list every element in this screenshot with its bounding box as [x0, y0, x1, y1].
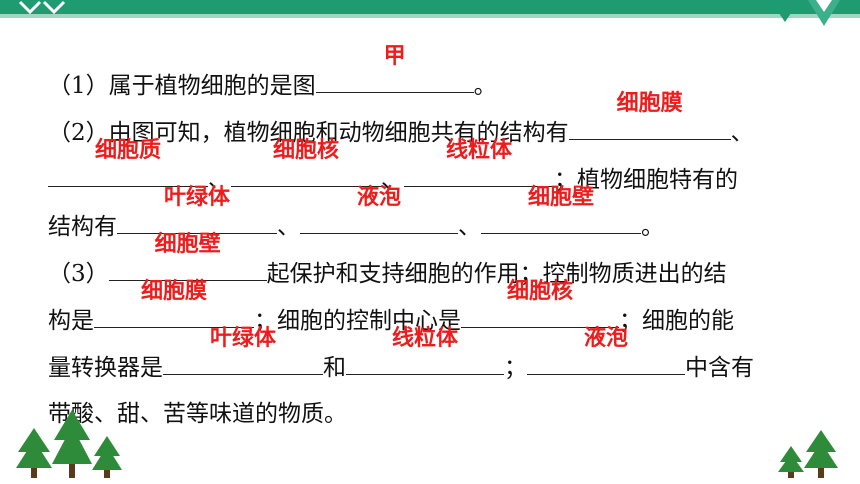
answer-blank[interactable]: 叶绿体 — [163, 326, 323, 375]
question-3-line-4: 带酸、甜、苦等味道的物质。 — [48, 391, 838, 438]
answer-blank[interactable]: 液泡 — [300, 185, 458, 234]
leaf-decoration-icon — [770, 0, 840, 26]
top-frame-stripe — [0, 14, 860, 18]
answer-blank[interactable]: 细胞膜 — [568, 91, 731, 140]
answer-text: 细胞壁 — [527, 185, 594, 210]
q2-end: 。 — [641, 214, 664, 240]
q3-line2-prefix: 构是 — [48, 308, 94, 334]
answer-text: 液泡 — [583, 326, 628, 351]
chevron-decoration-icon — [18, 0, 66, 14]
q2-line3-prefix: 结构有 — [48, 214, 117, 240]
tree-icon — [778, 446, 804, 478]
answer-text: 液泡 — [356, 185, 401, 210]
answer-text: 细胞核 — [506, 279, 573, 304]
tree-icon — [804, 430, 838, 478]
answer-blank[interactable]: 液泡 — [527, 326, 685, 375]
answer-text: 叶绿体 — [163, 185, 230, 210]
question-2-line-3: 结构有 叶绿体、 液泡、 细胞壁。 — [48, 185, 838, 250]
q1-prefix: （1）属于植物细胞的是图 — [48, 73, 316, 99]
answer-text: 线粒体 — [445, 138, 512, 163]
q3-line4: 带酸、甜、苦等味道的物质。 — [48, 401, 347, 427]
answer-text: 甲 — [383, 44, 406, 69]
q2-mid-text: ；植物细胞特有的 — [554, 167, 738, 193]
answer-blank[interactable]: 叶绿体 — [117, 185, 277, 234]
q3-text-4: 和 — [323, 355, 346, 381]
answer-blank[interactable]: 细胞核 — [231, 138, 381, 187]
answer-blank[interactable]: 细胞质 — [48, 138, 208, 187]
answer-blank[interactable]: 细胞壁 — [481, 185, 641, 234]
answer-blank[interactable]: 细胞壁 — [108, 232, 267, 281]
q1-suffix: 。 — [473, 73, 497, 99]
answer-text: 线粒体 — [391, 326, 458, 351]
question-content: （1）属于植物细胞的是图甲。 （2）由图可知，植物细胞和动物细胞共有的结构有细胞… — [48, 44, 838, 438]
top-frame-bar — [0, 0, 860, 14]
question-1-line: （1）属于植物细胞的是图 甲。 — [48, 44, 838, 109]
question-3-line-1: （3） 细胞壁起保护和支持细胞的作用；控制物质进出的结 — [48, 232, 838, 297]
answer-blank[interactable]: 甲 — [315, 44, 474, 93]
answer-text: 细胞核 — [272, 138, 339, 163]
q3-text-5: ； — [504, 355, 527, 381]
tree-icon — [52, 410, 92, 478]
answer-blank[interactable]: 线粒体 — [346, 326, 504, 375]
separator: 、 — [458, 214, 481, 240]
q2-prefix: （2）由图可知，植物细胞和动物细胞共有的结构有 — [48, 120, 569, 146]
q3-line3-prefix: 量转换器是 — [48, 355, 163, 381]
answer-blank[interactable]: 细胞核 — [461, 279, 619, 328]
question-3-line-2: 构是 细胞膜 ；细胞的控制中心是 细胞核 ；细胞的能 — [48, 279, 838, 344]
answer-text: 细胞膜 — [140, 279, 207, 304]
separator: 、 — [208, 167, 231, 193]
question-2-line-2: 细胞质、 细胞核、 线粒体 ；植物细胞特有的 — [48, 138, 838, 203]
q3-text-3: ；细胞的能 — [619, 308, 734, 334]
tree-icon — [16, 428, 52, 478]
answer-text: 细胞质 — [94, 138, 161, 163]
answer-text: 细胞膜 — [616, 91, 683, 116]
tree-icon — [92, 436, 122, 478]
question-3-line-3: 量转换器是 叶绿体和 线粒体 ； 液泡中含有 — [48, 326, 838, 391]
q3-prefix: （3） — [48, 261, 109, 287]
q3-text-2: ；细胞的控制中心是 — [254, 308, 461, 334]
answer-text: 细胞壁 — [154, 232, 221, 257]
q3-text-6: 中含有 — [685, 355, 754, 381]
separator: 、 — [730, 120, 754, 146]
separator: 、 — [277, 214, 300, 240]
answer-blank[interactable]: 线粒体 — [404, 138, 554, 187]
q3-text-1: 起保护和支持细胞的作用；控制物质进出的结 — [266, 261, 727, 287]
answer-blank[interactable]: 细胞膜 — [94, 279, 254, 328]
separator: 、 — [381, 167, 404, 193]
question-2-line-1: （2）由图可知，植物细胞和动物细胞共有的结构有 细胞膜、 — [48, 91, 838, 156]
answer-text: 叶绿体 — [209, 326, 276, 351]
